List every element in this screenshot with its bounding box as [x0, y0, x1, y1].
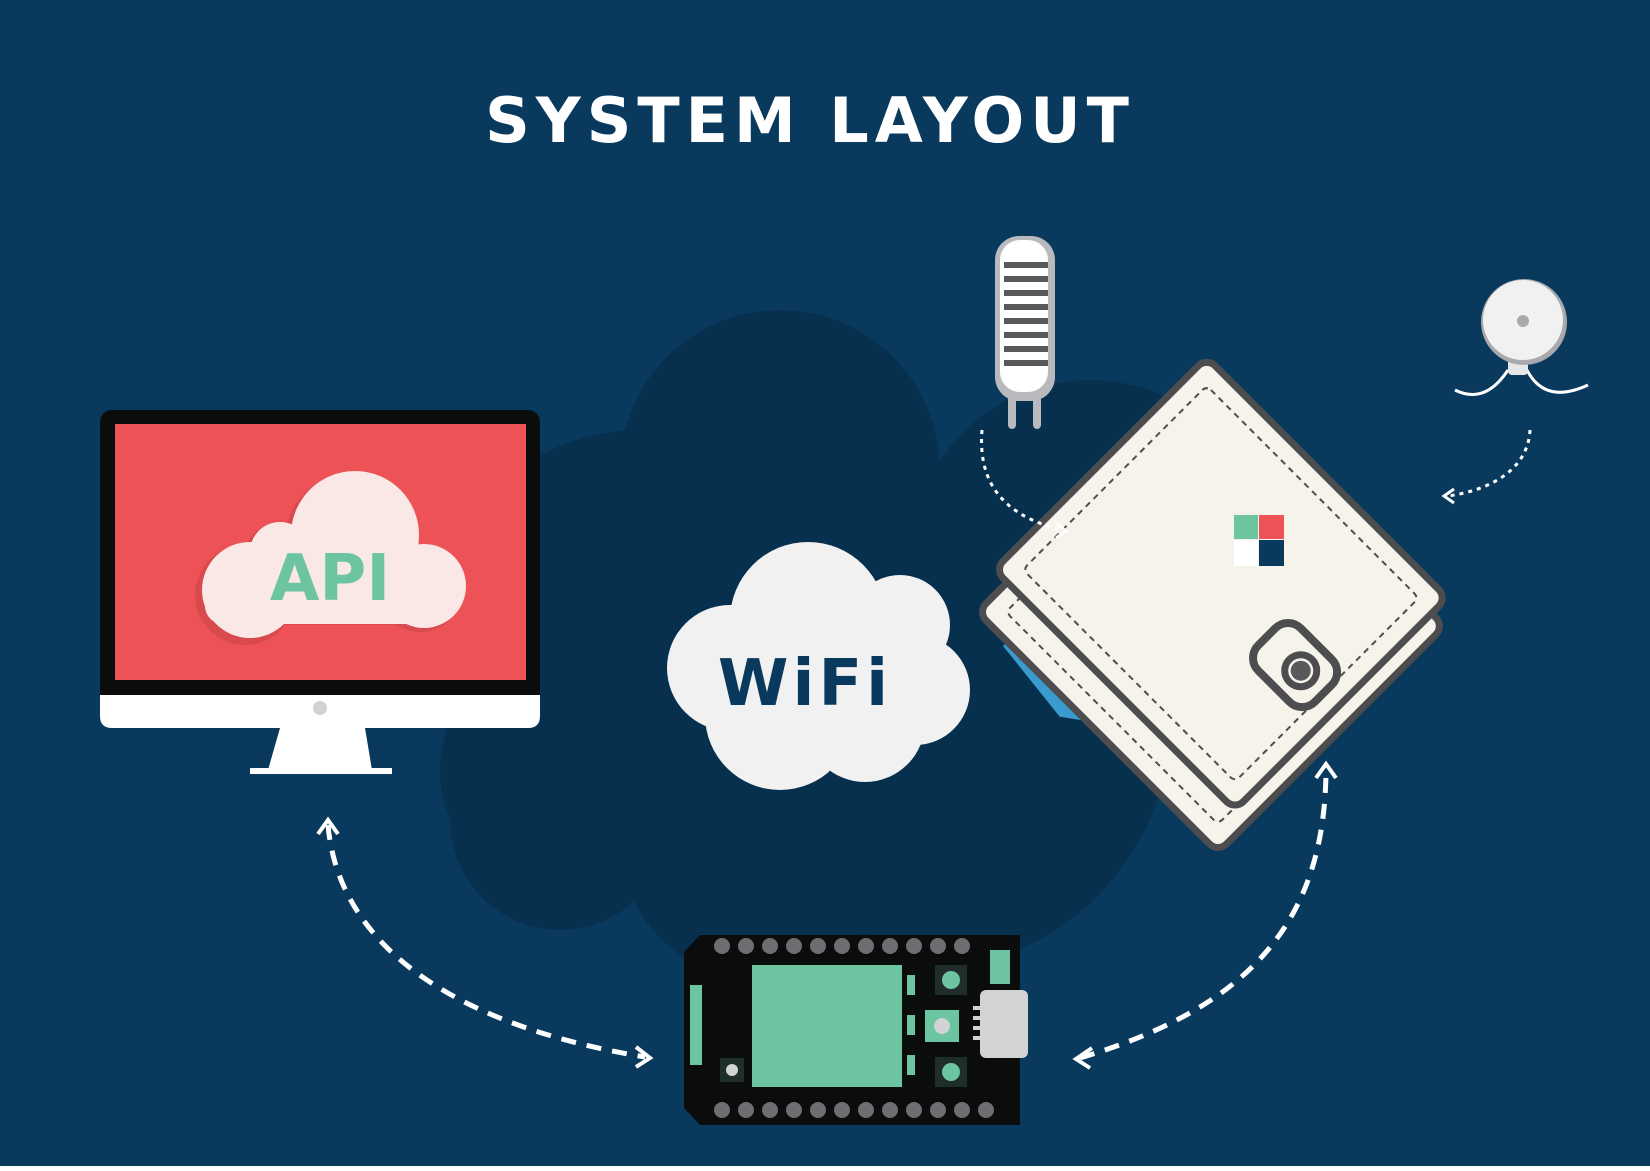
- wifi-label: WiFi: [718, 647, 892, 721]
- connection-computer-board: [316, 816, 654, 1069]
- page-title: SYSTEM LAYOUT: [485, 84, 1135, 157]
- contact-sensor-icon: [1454, 279, 1589, 396]
- humidity-sensor-icon: [995, 236, 1055, 429]
- api-cloud-icon: [195, 471, 466, 645]
- wallet-logo-icon: [1234, 515, 1284, 566]
- api-label: API: [270, 542, 390, 616]
- desktop-monitor-icon: API: [100, 410, 540, 774]
- connection-sensor-wallet: [980, 429, 1069, 540]
- cloud-icon: [667, 542, 970, 790]
- microcontroller-board-icon: [684, 935, 1028, 1125]
- wallet-icon: [979, 358, 1446, 851]
- connection-button-wallet: [1441, 429, 1532, 505]
- connection-board-wallet: [1072, 760, 1338, 1070]
